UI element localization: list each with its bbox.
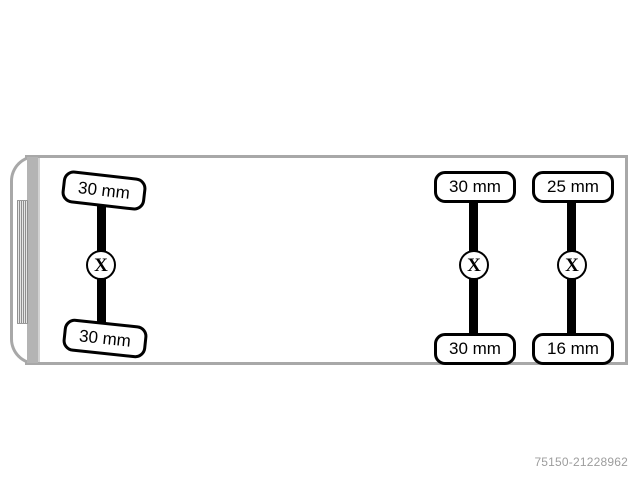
- reference-number: 75150-21228962: [534, 455, 628, 469]
- callout-label-top: 25 mm: [532, 171, 614, 203]
- callout-label-top: 30 mm: [434, 171, 516, 203]
- chassis-spine-band: [27, 157, 38, 363]
- callout-label-bottom: 16 mm: [532, 333, 614, 365]
- chassis-hatched-strip: [17, 200, 28, 324]
- x-marker-icon: X: [557, 250, 587, 280]
- x-marker-icon: X: [86, 250, 116, 280]
- callout-label-bottom: 30 mm: [434, 333, 516, 365]
- x-marker-icon: X: [459, 250, 489, 280]
- chassis-inner-edge-line: [38, 158, 40, 362]
